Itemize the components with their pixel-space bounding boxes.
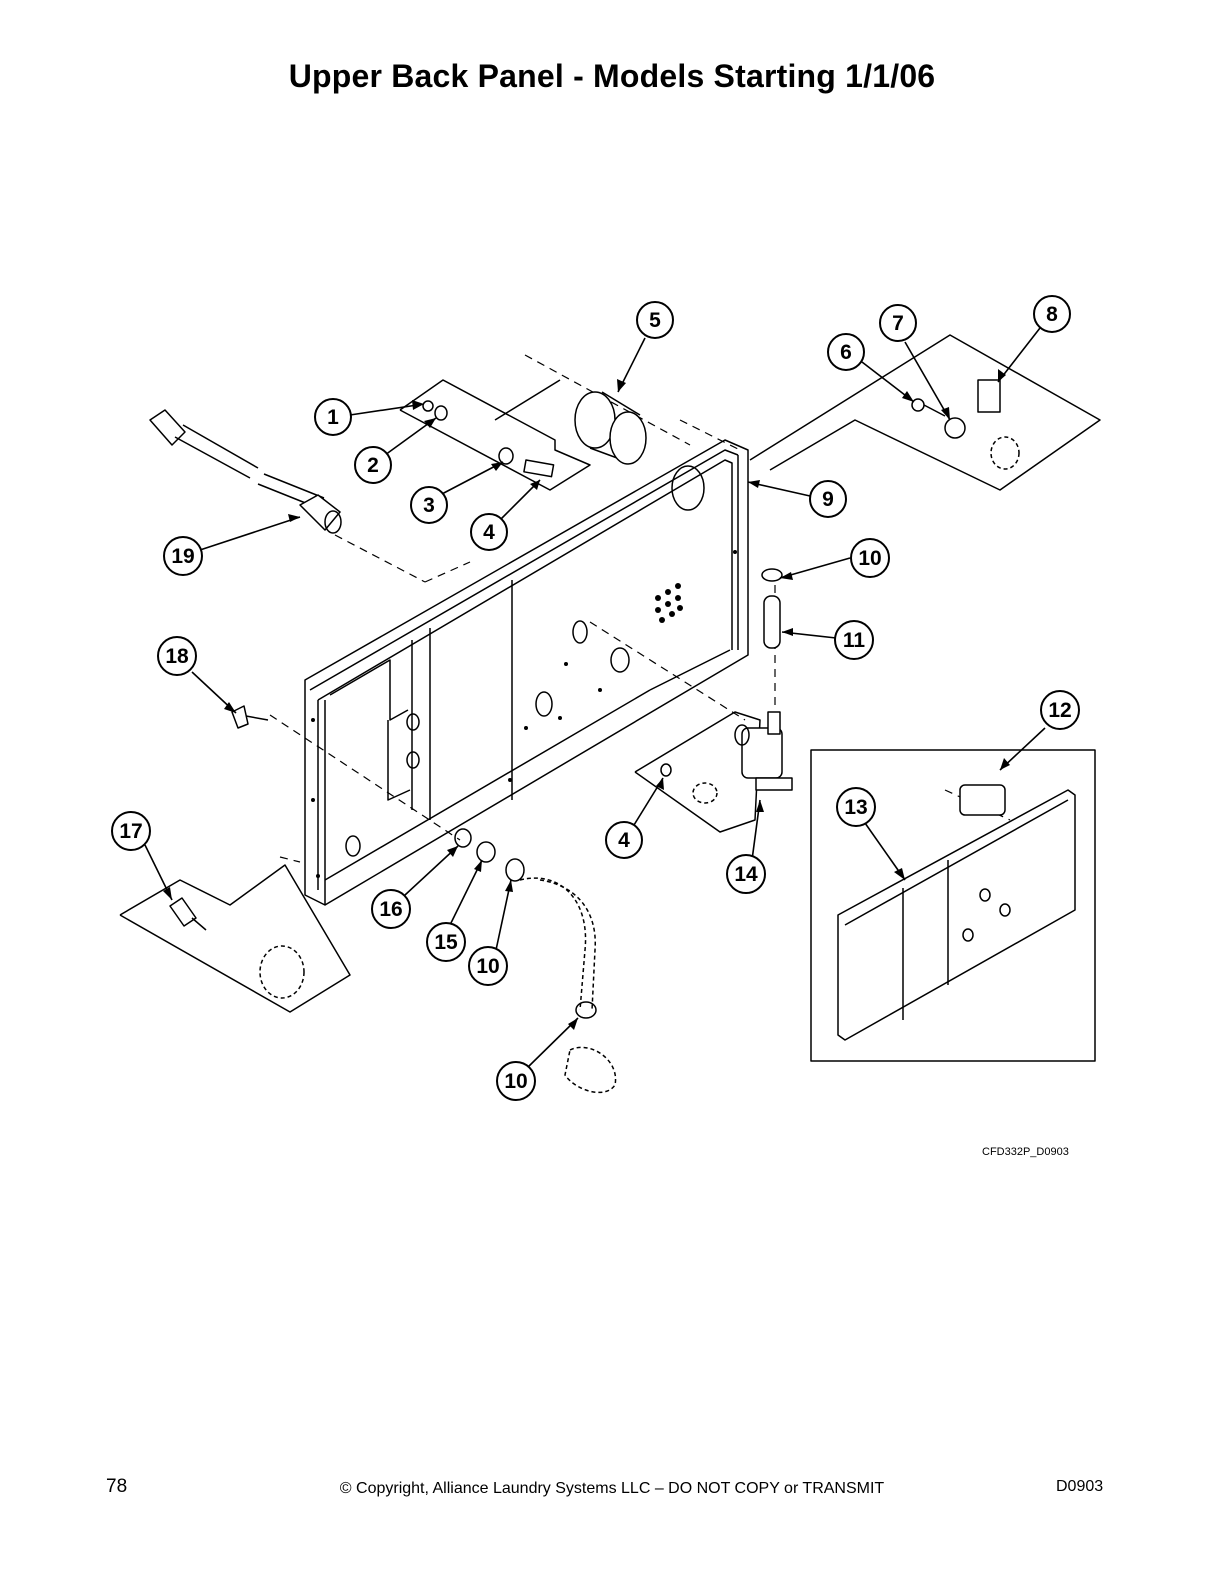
svg-text:2: 2 [367,454,379,477]
fill-hose [149,409,342,534]
svg-text:9: 9 [822,488,834,511]
back-panel [304,439,749,906]
svg-text:15: 15 [434,931,458,954]
callout-2: 2 [354,446,392,484]
page-title: Upper Back Panel - Models Starting 1/1/0… [288,58,936,94]
callout-15: 15 [426,922,466,962]
svg-text:1: 1 [327,406,339,429]
svg-text:10: 10 [476,955,499,978]
screw-hardware [422,400,555,478]
svg-text:7: 7 [892,312,904,335]
svg-text:13: 13 [844,796,867,819]
callout-4: 4 [605,821,643,859]
water-valve [734,711,793,791]
svg-text:4: 4 [483,521,495,544]
svg-text:6: 6 [840,341,852,364]
bolt-and-washer [911,379,1020,470]
callout-17: 17 [111,811,151,851]
callout-5: 5 [636,301,674,339]
svg-text:8: 8 [1046,303,1058,326]
callout-10: 10 [496,1061,536,1101]
callout-18: 18 [157,636,197,676]
callout-4: 4 [470,513,508,551]
callout-10: 10 [850,538,890,578]
svg-text:17: 17 [119,820,142,843]
drawing-code: CFD332P_D0903 [982,1146,1069,1158]
svg-text:18: 18 [165,645,189,668]
page-number: 78 [106,1476,128,1497]
inset-panel [837,784,1076,1041]
callout-6: 6 [827,333,865,371]
callout-16: 16 [371,889,411,929]
svg-text:3: 3 [423,494,435,517]
callout-1: 1 [314,398,352,436]
svg-text:11: 11 [843,629,866,652]
callout-11: 11 [834,620,874,660]
callout-14: 14 [726,854,766,894]
vent-duct [574,391,647,465]
svg-text:14: 14 [734,863,758,886]
callout-3: 3 [410,486,448,524]
callout-12: 12 [1040,690,1080,730]
svg-text:4: 4 [618,829,630,852]
document-code: D0903 [1056,1478,1104,1495]
callout-9: 9 [809,480,847,518]
callout-10: 10 [468,946,508,986]
svg-text:5: 5 [649,309,661,332]
callout-8: 8 [1033,295,1071,333]
copyright-notice: © Copyright, Alliance Laundry Systems LL… [339,1480,885,1497]
svg-text:10: 10 [858,547,881,570]
callout-19: 19 [163,536,203,576]
svg-text:12: 12 [1048,699,1071,722]
svg-text:19: 19 [171,545,194,568]
callout-13: 13 [836,787,876,827]
svg-text:16: 16 [379,898,402,921]
callout-7: 7 [879,304,917,342]
svg-text:10: 10 [504,1070,527,1093]
